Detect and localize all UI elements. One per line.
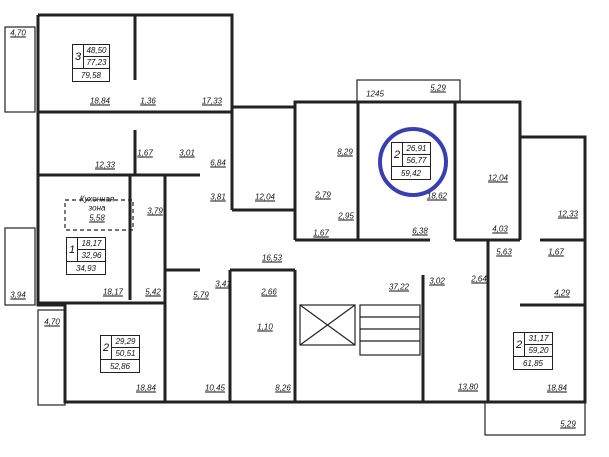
apartment-label-2room-right: 2 31,17 59,20 61,85 (513, 332, 553, 370)
room-area: 4,70 (44, 317, 60, 327)
room-area: 6,38 (412, 226, 428, 236)
room-area: 1,67 (548, 247, 564, 257)
kitchen-zone-label: Кухонная (79, 194, 115, 204)
room-area: 3,01 (179, 148, 195, 158)
room-area: 6,84 (210, 158, 226, 168)
room-area: 5,29 (560, 419, 576, 429)
room-area: 2,95 (338, 211, 354, 221)
room-area: 1,10 (257, 322, 273, 332)
room-area: 13,80 (457, 382, 479, 392)
room-area: 1,67 (137, 148, 153, 158)
room-area: 18,84 (89, 96, 111, 106)
room-area: 16,53 (261, 253, 283, 263)
room-area: 4,29 (554, 288, 570, 298)
room-area: 3,79 (147, 206, 163, 216)
room-area: 2,64 (471, 274, 487, 284)
room-area: 8,29 (337, 147, 353, 157)
apartment-label-2room-highlighted: 2 26,91 56,77 59,42 (391, 142, 431, 180)
room-area: 2,79 (315, 190, 331, 200)
room-area: 3,41 (215, 279, 231, 289)
room-area: 4,03 (492, 224, 508, 234)
apartment-label-3room: 3 48,50 77,23 79,58 (72, 44, 110, 82)
apartment-label-2room-left: 2 29,29 50,51 52,86 (100, 335, 140, 373)
room-area: 3,02 (429, 276, 445, 286)
room-area: 12,04 (487, 173, 509, 183)
room-area: 5,79 (193, 290, 209, 300)
room-area: 37,22 (388, 282, 410, 292)
room-area: 12,04 (254, 192, 276, 202)
room-area: 10,45 (204, 383, 226, 393)
room-area: 12,33 (94, 160, 116, 170)
room-area: 18,17 (102, 287, 124, 297)
room-area: 12,33 (557, 209, 579, 219)
room-area: 17,33 (201, 96, 223, 106)
dimension-label: 1245 (366, 89, 384, 99)
room-area: 5,29 (430, 83, 446, 93)
room-area: 3,81 (210, 192, 226, 202)
room-area: 8,26 (275, 383, 291, 393)
room-area: 2,66 (261, 287, 277, 297)
room-area: 5,58 (89, 213, 105, 223)
room-area: 5,42 (145, 287, 161, 297)
room-area: 1,67 (313, 228, 329, 238)
highlight-circle (378, 127, 448, 197)
room-area: 18,84 (546, 383, 568, 393)
room-area: 5,63 (496, 247, 512, 257)
room-area: 1,36 (140, 96, 156, 106)
room-area: 18,62 (426, 191, 448, 201)
apartment-label-1room: 1 18,17 32,96 34,93 (66, 237, 106, 275)
room-area: 3,94 (10, 290, 26, 300)
kitchen-zone-label: зона (88, 203, 106, 213)
room-area: 18,84 (135, 383, 157, 393)
room-area: 4,70 (10, 28, 26, 38)
